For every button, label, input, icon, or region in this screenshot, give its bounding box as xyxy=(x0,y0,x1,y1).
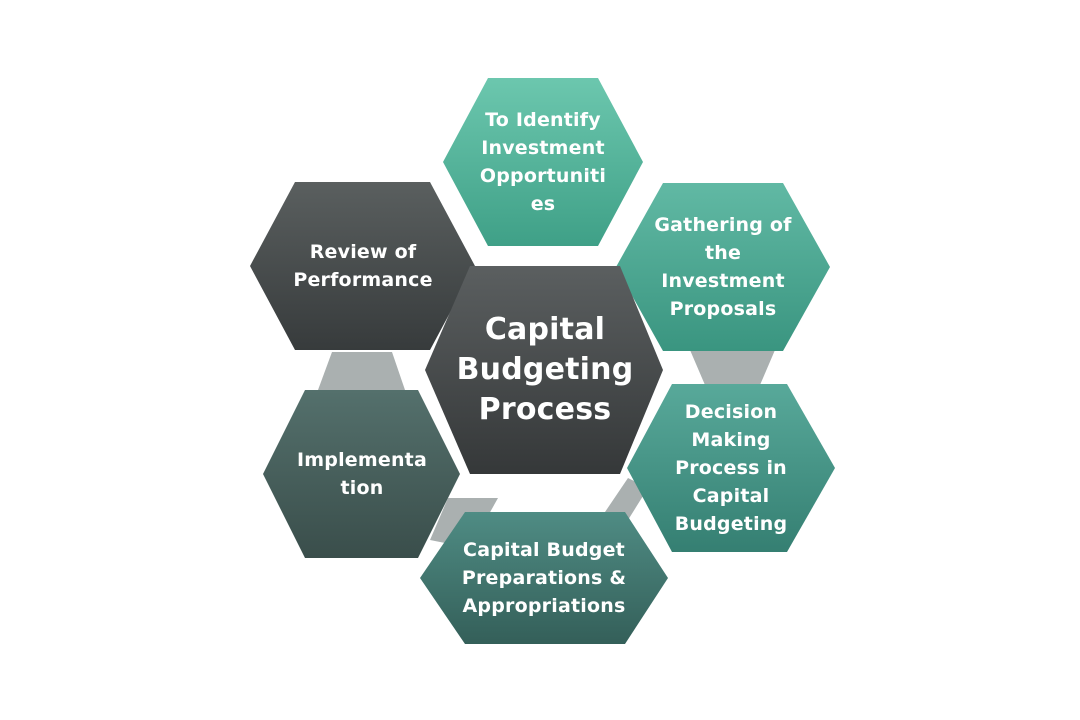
step-label-gathering-proposals: Gathering of the Investment Proposals xyxy=(654,214,792,320)
connector-decision-preparations xyxy=(605,478,648,520)
connectors xyxy=(318,350,775,548)
connector-implementation-review xyxy=(318,352,405,390)
step-label-budget-preparations: Capital Budget Preparations & Appropriat… xyxy=(461,539,627,617)
step-label-review-performance: Review of Performance xyxy=(293,241,433,291)
hexagon-review-performance xyxy=(250,182,475,350)
hexagon-budget-preparations xyxy=(420,512,668,644)
hexagon-identify-opportunities xyxy=(443,78,643,246)
hexagon-center xyxy=(425,266,663,474)
step-label-identify-opportunities: To Identify Investment Opportuniti es xyxy=(479,109,607,215)
step-label-implementation: Implementa tion xyxy=(297,449,427,499)
hexagon-gathering-proposals xyxy=(616,183,830,351)
hexagon-implementation xyxy=(263,390,460,558)
center-title: Capital Budgeting Process xyxy=(456,312,634,427)
connector-gathering-decision xyxy=(690,350,775,385)
hexagon-decision-making xyxy=(627,384,835,552)
step-label-decision-making: Decision Making Process in Capital Budge… xyxy=(674,401,788,535)
